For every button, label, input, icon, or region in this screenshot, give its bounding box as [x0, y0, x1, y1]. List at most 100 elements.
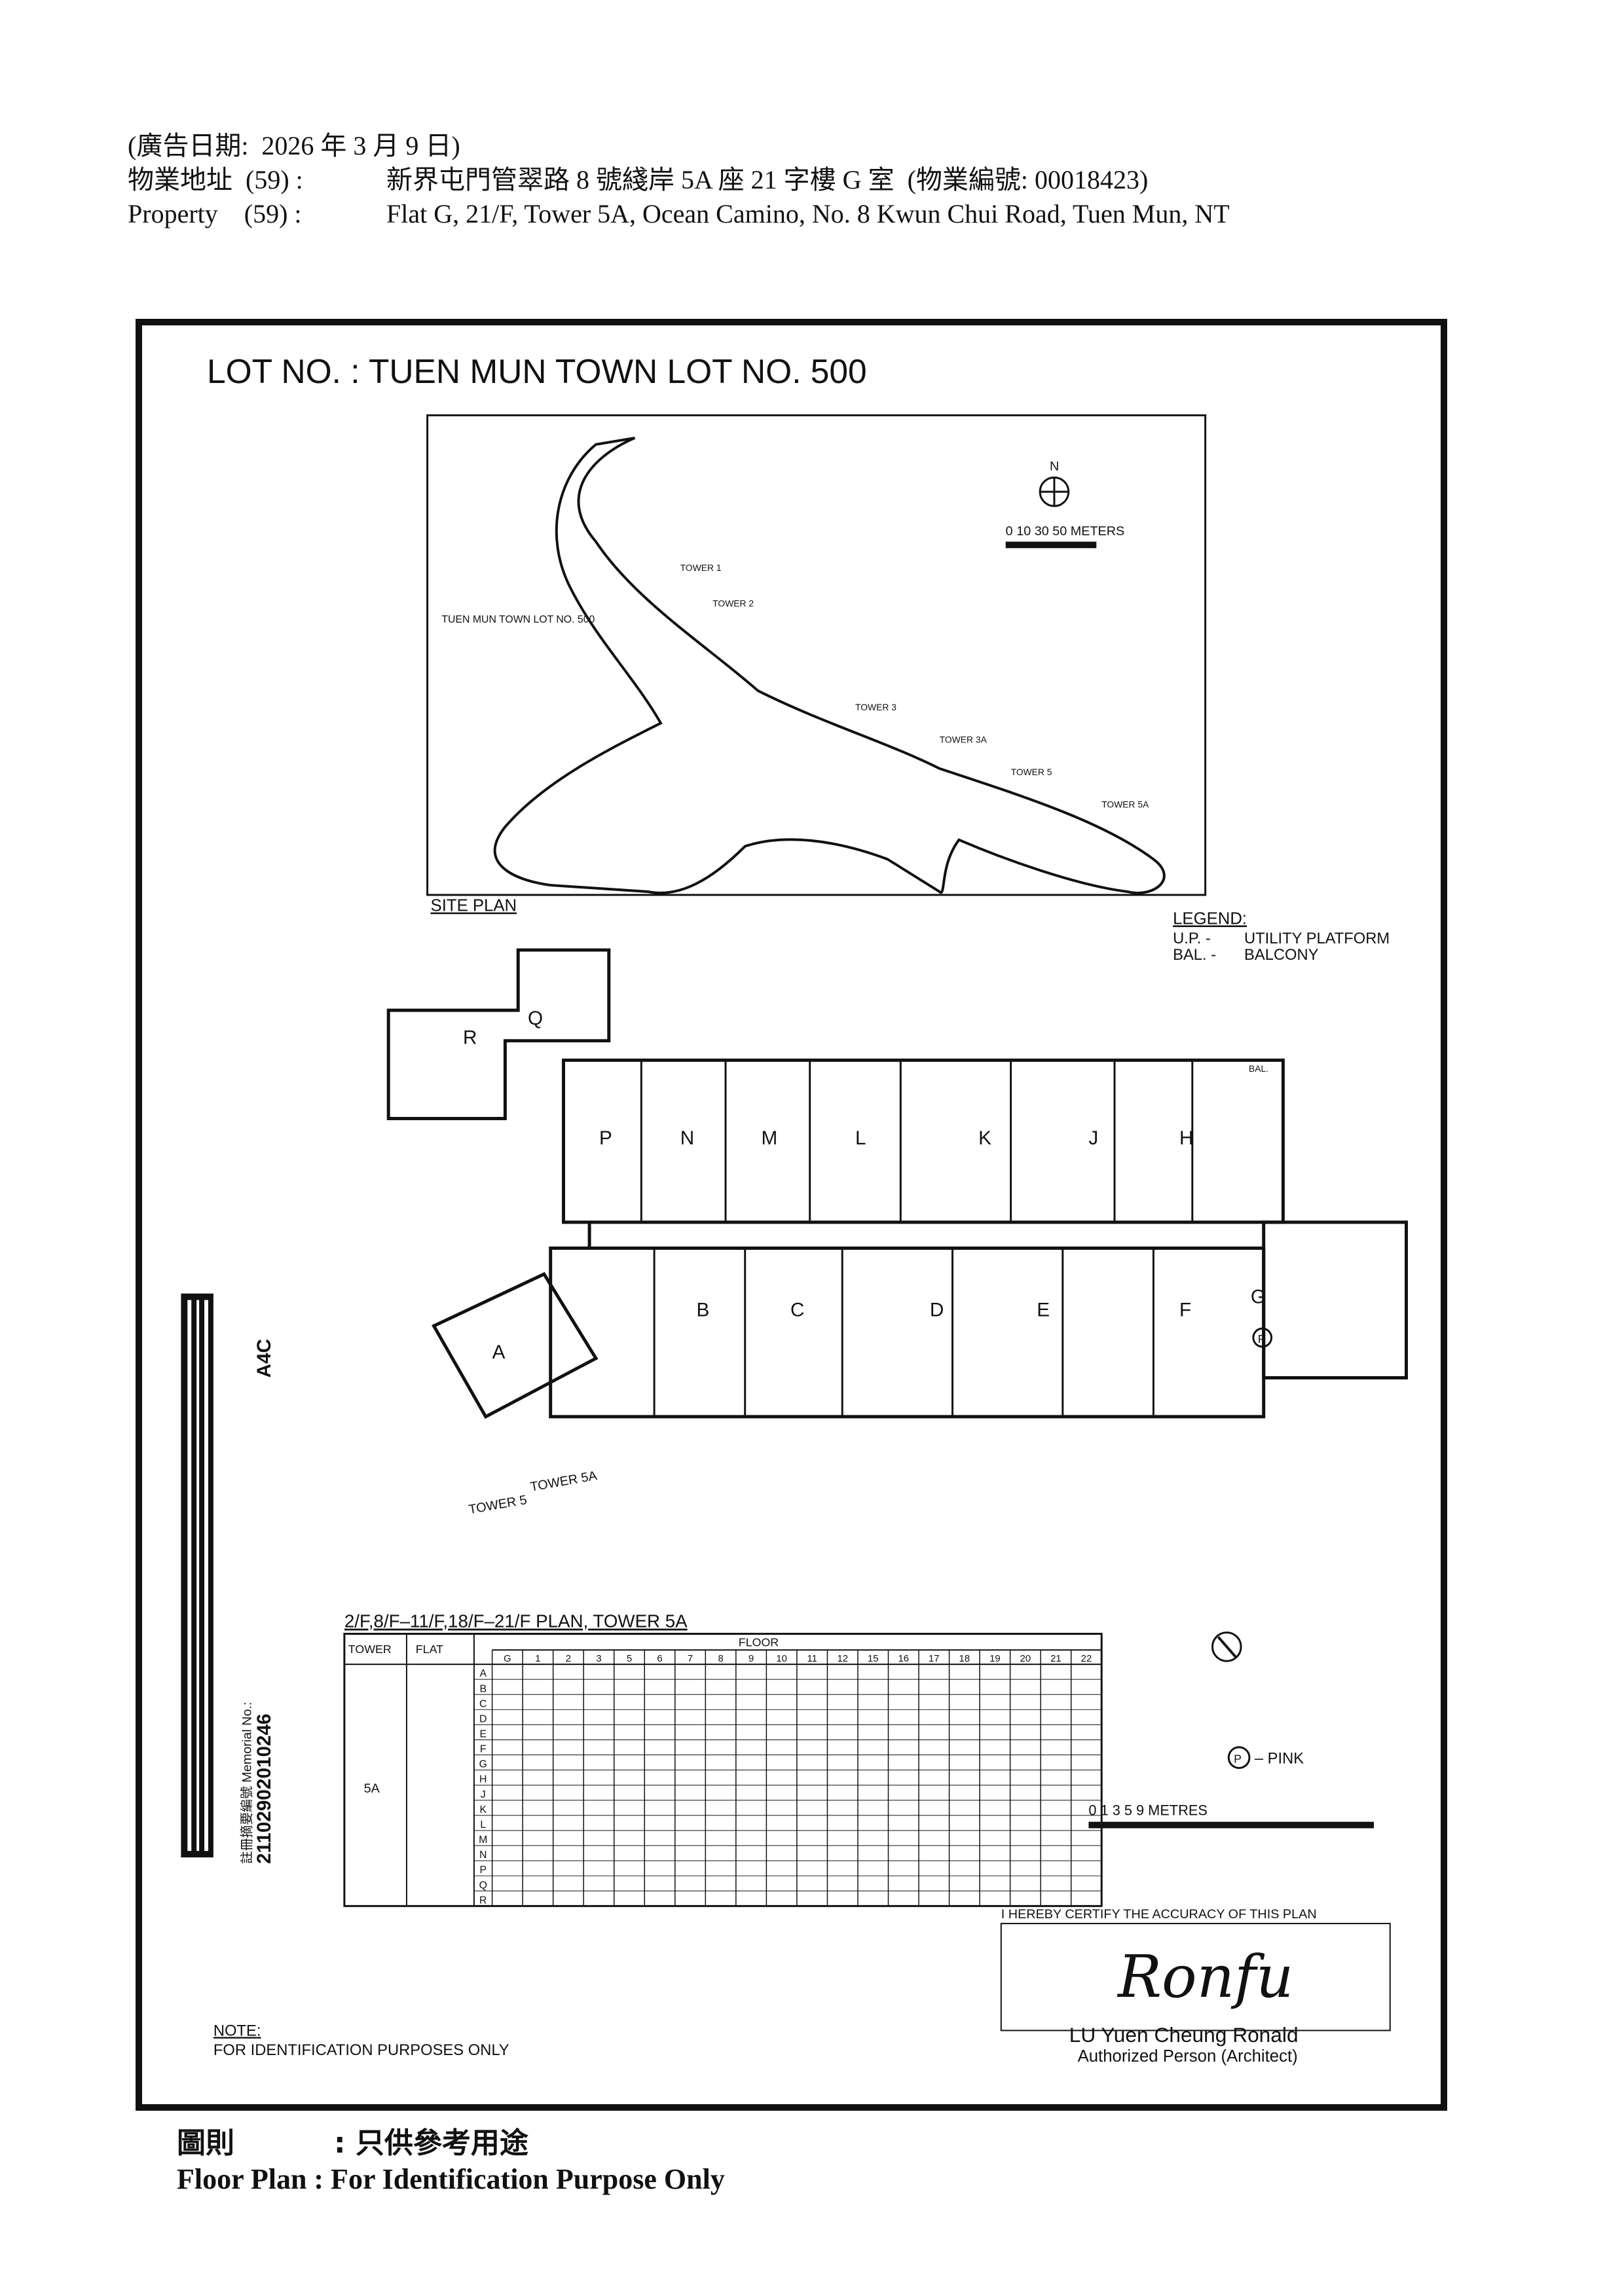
plan-north-arrow-icon [1211, 1631, 1242, 1662]
flat-label: E [1037, 1299, 1050, 1321]
legend-key: BAL. - [1173, 946, 1216, 964]
table-flat-label: R [479, 1895, 487, 1906]
flat-label: R [463, 1027, 477, 1049]
flat-label: K [978, 1127, 991, 1149]
pink-legend-text: – PINK [1255, 1750, 1304, 1768]
tower-label: TOWER 5A [1101, 799, 1149, 809]
legend-title: LEGEND: [1173, 909, 1247, 928]
pink-marker: P [1258, 1332, 1266, 1345]
table-floor-label: 20 [1020, 1654, 1031, 1664]
table-floor-label: 19 [989, 1654, 1001, 1664]
tower-line-label: TOWER 5 [468, 1493, 528, 1517]
property-label-en: Property (59) : [128, 199, 302, 228]
address-zh: 新界屯門管翠路 8 號綫岸 5A 座 21 字樓 G 室 (物業編號: 0001… [386, 165, 1149, 194]
lot-title: LOT NO. : TUEN MUN TOWN LOT NO. 500 [207, 352, 867, 390]
site-boundary [493, 437, 1166, 894]
legend-key: U.P. - [1173, 930, 1211, 947]
flat-label: H [1179, 1127, 1193, 1149]
memorial-barcode [181, 1293, 213, 1858]
table-flat-label: C [479, 1698, 487, 1709]
table-col-tower: TOWER [348, 1643, 392, 1656]
flat-label: J [1088, 1127, 1098, 1149]
note-text: FOR IDENTIFICATION PURPOSES ONLY [213, 2041, 509, 2059]
note-title: NOTE: [213, 2022, 261, 2039]
flat-label: G [1251, 1286, 1266, 1308]
flat-label: Q [528, 1008, 543, 1029]
flat-label: D [930, 1299, 944, 1321]
table-col-floor: FLOOR [739, 1635, 779, 1649]
table-flat-label: K [479, 1804, 487, 1815]
table-floor-label: 8 [718, 1654, 723, 1664]
certify-text: I HEREBY CERTIFY THE ACCURACY OF THIS PL… [1001, 1907, 1317, 1922]
flat-label: F [1179, 1299, 1191, 1321]
floor-plan-outline [386, 948, 1409, 1419]
flat-label: C [790, 1299, 804, 1321]
site-lot-label: TUEN MUN TOWN LOT NO. 500 [441, 614, 595, 625]
footer-text-zh: : 只供參考用途 [334, 2126, 528, 2160]
table-floor-label: 5 [627, 1654, 632, 1664]
tower-label: TOWER 2 [712, 598, 754, 608]
table-flat-label: D [479, 1713, 487, 1724]
table-floor-label: 3 [596, 1654, 601, 1664]
north-label: N [1050, 459, 1059, 473]
plan-scale-bar [1088, 1821, 1375, 1829]
table-flat-label: F [480, 1744, 487, 1755]
table-floor-label: 22 [1081, 1654, 1092, 1664]
table-floor-label: 7 [688, 1654, 693, 1664]
advertisement-date: (廣告日期: 2026 年 3 月 9 日) [128, 131, 460, 160]
table-col-flat: FLAT [416, 1643, 443, 1656]
table-flat-label: B [479, 1683, 487, 1694]
legend-value: UTILITY PLATFORM [1244, 930, 1390, 947]
tower-label: TOWER 3 [855, 702, 896, 712]
architect-name: LU Yuen Cheung Ronald [1069, 2023, 1299, 2047]
table-floor-label: 18 [959, 1654, 970, 1664]
flat-label: B [696, 1299, 709, 1321]
table-flat-label: J [481, 1789, 486, 1800]
address-label-zh: 物業地址 (59) : [128, 165, 303, 194]
north-arrow [1039, 476, 1070, 507]
floor-plan-drawing: LOT NO. : TUEN MUN TOWN LOT NO. 500 TUEN… [181, 352, 1409, 2066]
table-floor-label: 9 [748, 1654, 754, 1664]
tower-label: TOWER 1 [680, 562, 722, 573]
architect-title: Authorized Person (Architect) [1078, 2047, 1298, 2066]
memorial-code: A4C [253, 1339, 275, 1377]
tower-label: TOWER 3A [940, 734, 987, 744]
table-flat-label: M [479, 1834, 487, 1846]
footer-label-zh: 圖則 [177, 2127, 234, 2159]
pink-marker-icon [1252, 1327, 1273, 1348]
memorial-label: 註冊摘要編號 Memorial No.: [240, 1702, 254, 1864]
table-flat-label: E [479, 1729, 487, 1740]
flat-label: M [761, 1127, 777, 1149]
table-floor-label: 11 [807, 1654, 817, 1664]
table-floor-label: 17 [929, 1654, 940, 1664]
address-en: Flat G, 21/F, Tower 5A, Ocean Camino, No… [386, 199, 1230, 228]
table-floor-label: 16 [898, 1654, 910, 1664]
tower-line-label: TOWER 5A [529, 1468, 599, 1495]
site-plan-box [426, 414, 1207, 896]
table-floor-label: 2 [566, 1654, 571, 1664]
architect-signature: Ronfu [1116, 1943, 1293, 2011]
table-floor-label: 15 [868, 1654, 879, 1664]
table-flat-label: Q [479, 1880, 487, 1891]
interior-partitions [640, 1060, 1194, 1417]
plan-scale-label: 0 1 3 5 9 METRES [1088, 1802, 1207, 1819]
flat-label: P [599, 1127, 612, 1149]
table-flat-label: L [480, 1819, 486, 1831]
table-flat-label: N [479, 1850, 487, 1861]
site-plan-label: SITE PLAN [431, 897, 517, 915]
tower-label: TOWER 5 [1011, 767, 1052, 777]
table-tower: 5A [364, 1781, 380, 1796]
pink-legend-marker: P [1234, 1753, 1242, 1766]
table-floor-label: 10 [776, 1654, 787, 1664]
table-flat-label: P [479, 1865, 487, 1876]
site-scale-label: 0 10 30 50 METERS [1006, 524, 1125, 538]
pink-legend-icon [1227, 1746, 1251, 1769]
flat-label: A [492, 1341, 506, 1363]
table-floor-label: 1 [535, 1654, 540, 1664]
balcony-label: BAL. [1249, 1063, 1268, 1074]
table-flat-label: A [479, 1668, 487, 1679]
table-flat-label: G [479, 1759, 487, 1770]
plan-caption: 2/F,8/F–11/F,18/F–21/F PLAN, TOWER 5A [344, 1611, 688, 1631]
table-floor-label: 21 [1050, 1654, 1061, 1664]
memorial-number: 21102902010246 [253, 1713, 275, 1864]
